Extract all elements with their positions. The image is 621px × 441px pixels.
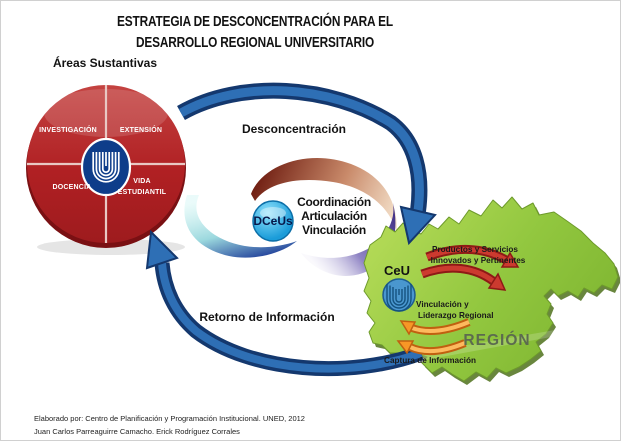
areas-heading: Áreas Sustantivas xyxy=(53,55,157,70)
substantive-areas-pie: INVESTIGACIÓN EXTENSIÓN DOCENCIA VIDA ES… xyxy=(26,85,186,255)
hub-circle xyxy=(252,200,294,242)
hub-node: DCeUs xyxy=(252,200,294,242)
pie-label-docencia: DOCENCIA xyxy=(53,184,92,191)
ceu-node: CeU xyxy=(382,263,416,312)
footer-line-2: Juan Carlos Parreaguirre Camacho. Erick … xyxy=(34,427,240,436)
pie-quadrant-extension xyxy=(106,85,185,164)
flow-link-label-1: Vinculación y xyxy=(416,300,469,309)
pie-label-vida: VIDA xyxy=(133,178,151,185)
pie-label-investigacion: INVESTIGACIÓN xyxy=(39,125,97,134)
outbound-arrow xyxy=(177,82,437,246)
flow-out-label-1: Productos y Servicios xyxy=(432,245,518,254)
outbound-arrow-label: Desconcentración xyxy=(242,122,346,136)
pie-quadrant-investigacion xyxy=(27,85,106,164)
return-arrowhead xyxy=(145,229,179,270)
pie-label-extension: EXTENSIÓN xyxy=(120,125,162,134)
pie-label-estudiantil: ESTUDIANTIL xyxy=(118,189,167,196)
title-line-2: DESARROLLO REGIONAL UNIVERSITARIO xyxy=(136,34,374,51)
hub-function-1: Coordinación xyxy=(297,195,371,209)
title-line-1: ESTRATEGIA DE DESCONCENTRACIÓN PARA EL xyxy=(117,12,393,30)
swirl-blade-teal xyxy=(184,195,297,258)
flow-link-label-2: Liderazgo Regional xyxy=(418,311,494,320)
flow-in-label: Captura de Información xyxy=(384,356,476,365)
hub-function-3: Vinculación xyxy=(302,223,366,237)
hub-function-2: Articulación xyxy=(301,209,367,223)
flow-out-label-2: Innovados y Pertinentes xyxy=(431,256,526,265)
return-arrow-label: Retorno de Información xyxy=(199,310,334,324)
ceu-label: CeU xyxy=(384,263,410,278)
outbound-arrowhead xyxy=(399,205,437,246)
uned-logo-icon xyxy=(80,137,132,197)
flow-out-arrows xyxy=(420,245,520,291)
region-name: REGIÓN xyxy=(463,331,530,349)
region-map-highlight xyxy=(421,329,562,360)
hub-label: DCeUs xyxy=(253,214,293,228)
flow-in-arrows xyxy=(396,318,471,356)
ceu-logo-icon xyxy=(386,284,412,312)
footer-line-1: Elaborado por: Centro de Planificación y… xyxy=(34,414,305,423)
return-arrow xyxy=(145,229,424,377)
swirl-blade-red xyxy=(251,157,398,233)
hub-gloss xyxy=(260,207,286,219)
